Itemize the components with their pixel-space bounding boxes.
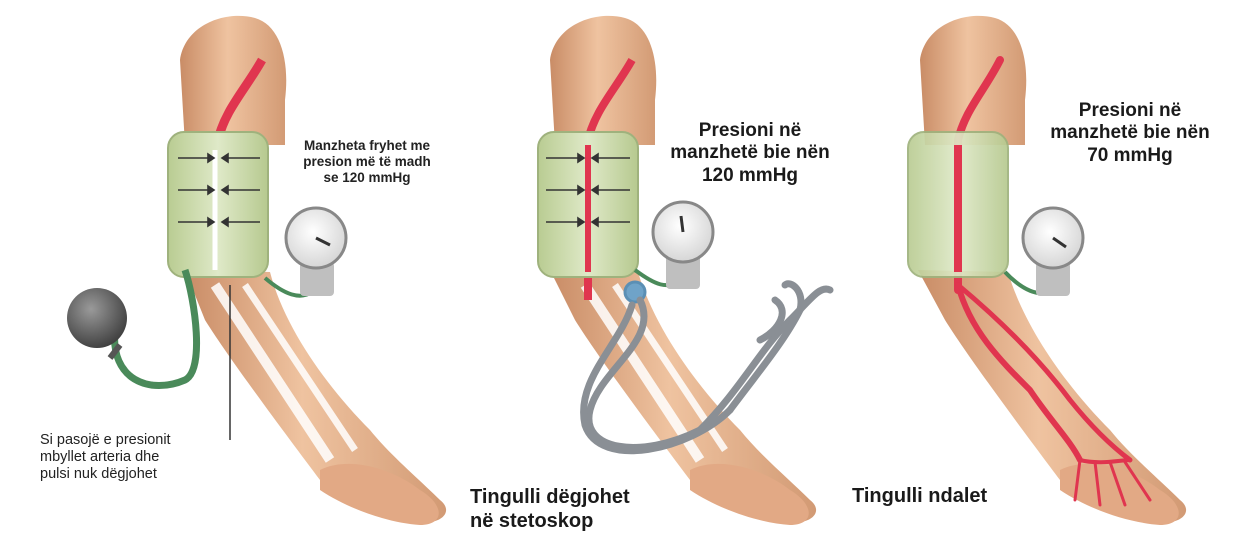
panel-2-cuff [538,132,638,277]
panel-1-bulb [67,270,197,386]
panel-3-cuff-note: Presioni në manzhetë bie nën 70 mmHg [1035,100,1225,167]
panel-1-gauge [265,208,346,296]
panel-1-cuff [168,132,268,277]
panel-1-cuff-note: Manzheta fryhet me presion më të madh se… [292,138,442,186]
panel-3-cuff [908,132,1008,277]
panel-2-gauge [635,202,713,289]
panel-3-bottom-note: Tingulli ndalet [852,485,1052,509]
panel-2-bottom-note: Tingulli dëgjohet në stetoskop [470,486,700,533]
panel-1-side-note: Si pasojë e presionit mbyllet arteria dh… [40,432,240,483]
panel-2-cuff-note: Presioni në manzhetë bie nën 120 mmHg [660,120,840,187]
panel-3-gauge [1005,208,1083,296]
